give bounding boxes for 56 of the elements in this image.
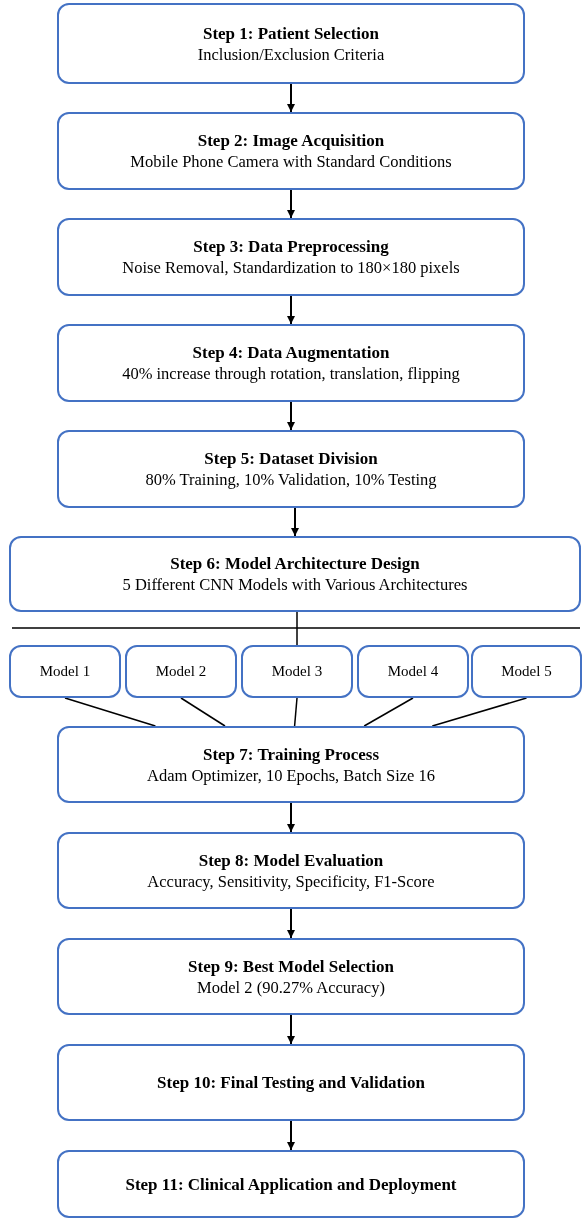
model-label: Model 5: [501, 662, 552, 681]
model-box: [241, 645, 353, 698]
step-description: Noise Removal, Standardization to 180×180 pixels: [122, 257, 460, 278]
process-box: [57, 832, 525, 909]
model-label: Model 1: [39, 662, 91, 681]
arrow: [287, 295, 295, 325]
step-title: Step 11: Clinical Application and Deployment: [125, 1173, 457, 1195]
arrow: [287, 189, 295, 219]
process-box: [57, 938, 525, 1015]
connector-line: [293, 697, 298, 727]
connector-line: [64, 697, 157, 727]
step-title: Step 2: Image Acquisition: [197, 130, 385, 151]
step-title: Step 10: Final Testing and Validation: [157, 1072, 425, 1093]
step-description: 5 Different CNN Models with Various Architectures: [122, 574, 468, 595]
model-label: Model 3: [271, 662, 323, 681]
step-title: Step 5: Dataset Division: [204, 448, 378, 469]
step-title: Step 9: Best Model Selection: [188, 955, 394, 977]
model-box: [357, 645, 469, 698]
connector-line: [363, 697, 414, 727]
process-box: [57, 430, 525, 508]
step-description: Mobile Phone Camera with Standard Conditions: [130, 151, 452, 172]
process-box: [57, 3, 525, 84]
arrow: [291, 507, 299, 537]
step-title: Step 3: Data Preprocessing: [193, 236, 389, 257]
process-box: [57, 1044, 525, 1121]
arrow: [287, 908, 295, 939]
process-box: [57, 218, 525, 296]
model-label: Model 4: [387, 662, 439, 681]
step-title: Step 1: Patient Selection: [202, 22, 380, 44]
step-title: Step 8: Model Evaluation: [198, 849, 384, 871]
model-box: [9, 645, 121, 698]
step-description: Inclusion/Exclusion Criteria: [197, 43, 385, 65]
arrow: [287, 802, 295, 833]
arrow: [287, 401, 295, 431]
arrow: [287, 83, 295, 113]
arrow: [287, 1014, 295, 1045]
step-title: Step 6: Model Architecture Design: [170, 553, 420, 574]
step-title: Step 4: Data Augmentation: [192, 342, 390, 363]
process-box: [57, 324, 525, 402]
connector-line: [431, 697, 528, 727]
process-box: [57, 1150, 525, 1218]
arrow: [287, 1120, 295, 1151]
model-box: [471, 645, 582, 698]
step-description: Adam Optimizer, 10 Epochs, Batch Size 16: [147, 764, 435, 786]
step-title: Step 7: Training Process: [202, 743, 380, 765]
step-description: 40% increase through rotation, translation, flipping: [122, 363, 460, 384]
process-box: [57, 112, 525, 190]
process-box: [9, 536, 581, 612]
connector-line: [180, 697, 226, 727]
model-box: [125, 645, 237, 698]
process-box: [57, 726, 525, 803]
model-label: Model 2: [155, 662, 207, 681]
connector-line: [296, 611, 298, 646]
step-description: 80% Training, 10% Validation, 10% Testing: [145, 469, 437, 490]
step-description: Model 2 (90.27% Accuracy): [197, 976, 385, 998]
step-description: Accuracy, Sensitivity, Specificity, F1-Score: [147, 870, 435, 892]
